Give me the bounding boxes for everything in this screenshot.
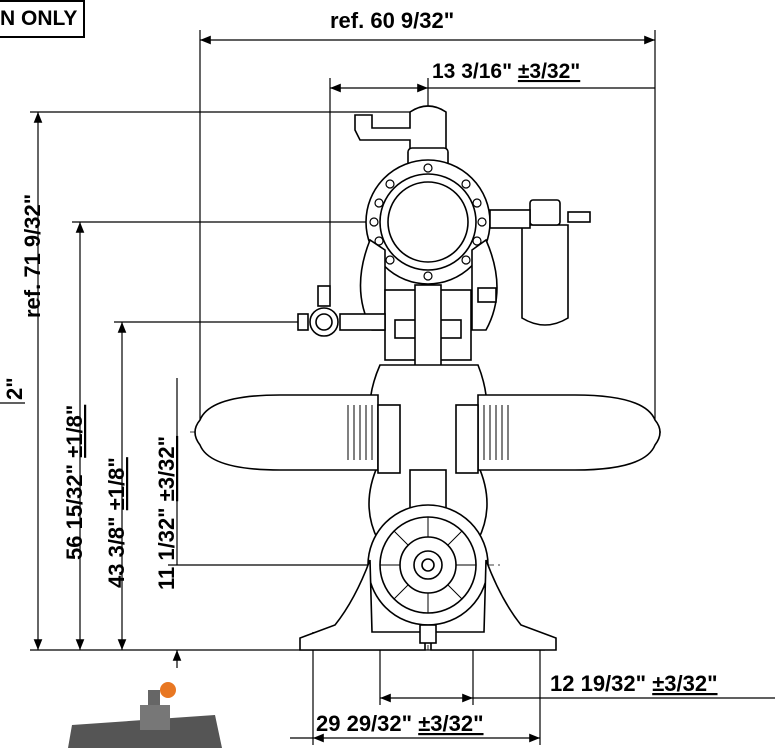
dim-height-43: 43 3/8" ±1/8" bbox=[104, 457, 129, 588]
thumbnail-render bbox=[68, 682, 222, 748]
dim-base-inner: 12 19/32" ±3/32" bbox=[550, 671, 718, 696]
valve-assembly bbox=[194, 105, 661, 651]
actuator-ribs bbox=[347, 405, 509, 460]
valve-stem bbox=[409, 469, 447, 511]
base-foot-left bbox=[299, 559, 426, 651]
right-actuator bbox=[477, 394, 661, 471]
right-lobe bbox=[471, 238, 498, 331]
dim-overall-height: ref. 71 9/32" bbox=[20, 194, 45, 318]
dim-inlet-offset: 13 3/16" ±3/32" bbox=[432, 60, 580, 83]
dim-left-fragment: 2" bbox=[2, 377, 27, 400]
dimension-lines bbox=[0, 30, 775, 745]
drum-spokes bbox=[380, 517, 476, 613]
left-actuator bbox=[194, 394, 379, 471]
dim-height-11: 11 1/32" ±3/32" bbox=[154, 436, 179, 590]
inlet-elbow bbox=[354, 105, 447, 151]
filter-canister bbox=[521, 224, 569, 326]
dim-base-outer: 29 29/32" ±3/32" bbox=[316, 711, 484, 736]
base-foot-right bbox=[430, 559, 557, 651]
dim-overall-width: ref. 60 9/32" bbox=[330, 8, 454, 33]
corner-label: N ONLY bbox=[0, 0, 86, 38]
dim-height-56: 56 15/32" ±1/8" bbox=[62, 405, 87, 560]
flange-bolts bbox=[369, 163, 487, 281]
